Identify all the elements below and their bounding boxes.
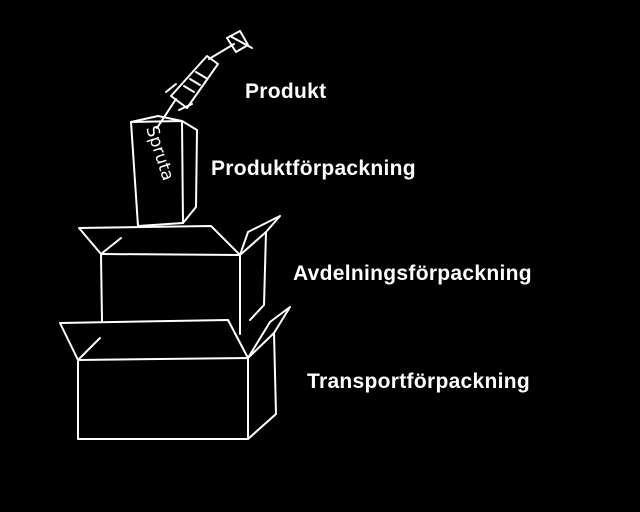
- label-product-packaging: Produktförpackning: [211, 157, 416, 180]
- department-box: [78, 215, 281, 335]
- label-transport-packaging: Transportförpackning: [307, 370, 531, 393]
- transport-box: [59, 306, 291, 440]
- product-carton: Spruta: [130, 115, 198, 227]
- label-product: Produkt: [245, 80, 327, 103]
- carton-handwriting: Spruta: [141, 123, 177, 183]
- syringe-icon: [156, 30, 253, 129]
- label-department-packaging: Avdelningsförpackning: [293, 262, 532, 285]
